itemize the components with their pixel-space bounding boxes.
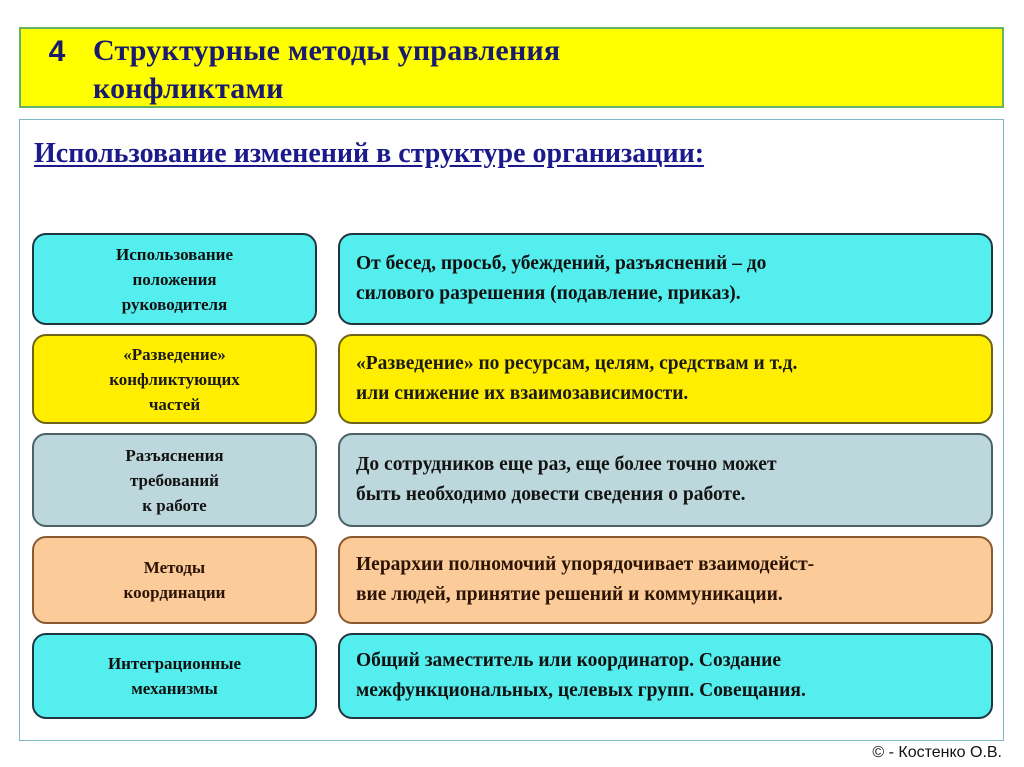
method-description-line: или снижение их взаимозависимости. [356, 383, 689, 404]
method-name-box[interactable]: Методы координации [32, 536, 317, 624]
method-name-box[interactable]: Использование положения руководителя [32, 233, 317, 325]
method-name-line: частей [148, 394, 201, 414]
method-description-line: Общий заместитель или координатор. Созда… [356, 650, 781, 671]
method-description-line: вие людей, принятие решений и коммуникац… [356, 584, 783, 605]
method-row: Методы координации Иерархии полномочий упо… [32, 536, 993, 624]
content-panel: Использование изменений в структуре орга… [19, 119, 1004, 741]
method-name-box[interactable]: «Разведение» конфликтующих частей [32, 334, 317, 424]
method-description-line: силового разрешения (подавление, приказ)… [356, 283, 741, 304]
method-description-line: быть необходимо довести сведения о работ… [356, 484, 746, 505]
method-name-line: «Разведение» [123, 344, 226, 364]
copyright-credit: © - Костенко О.В. [872, 744, 1002, 761]
slide-title: Структурные методы управления конфликтам… [93, 34, 561, 105]
method-description-box[interactable]: Общий заместитель или координатор. Созда… [338, 633, 993, 719]
method-name-line: механизмы [131, 679, 218, 698]
method-name-line: Разъяснения [125, 445, 224, 465]
method-name-line: координации [123, 583, 226, 602]
method-name-box[interactable]: Разъяснения требований к работе [32, 433, 317, 527]
method-description-box[interactable]: Иерархии полномочий упорядочивает взаимо… [338, 536, 993, 624]
method-description-line: Иерархии полномочий упорядочивает взаимо… [356, 554, 815, 575]
method-name-line: конфликтующих [109, 369, 240, 389]
method-description-box[interactable]: «Разведение» по ресурсам, целям, средств… [338, 334, 993, 424]
method-name-line: Использование [116, 244, 233, 264]
method-name-line: положения [132, 269, 217, 289]
method-name-line: требований [130, 470, 219, 490]
method-description-box[interactable]: До сотрудников еще раз, еще более точно … [338, 433, 993, 527]
slide-number: 4 [48, 35, 66, 68]
method-name-line: к работе [142, 495, 207, 515]
method-name-line: Интеграционные [107, 654, 242, 673]
method-description-line: «Разведение» по ресурсам, целям, средств… [356, 353, 798, 374]
method-description-line: От бесед, просьб, убеждений, разъяснений… [356, 253, 767, 274]
method-name-line: Методы [143, 558, 206, 577]
section-subtitle: Использование изменений в структуре орга… [34, 138, 705, 169]
slide-header-banner: 4 Структурные методы управления конфликт… [19, 27, 1004, 108]
method-description-box[interactable]: От бесед, просьб, убеждений, разъяснений… [338, 233, 993, 325]
method-row: Разъяснения требований к работе До сотрудни… [32, 433, 993, 527]
methods-table: Использование положения руководителя От бес… [32, 233, 993, 728]
method-description-line: межфункциональных, целевых групп. Совеща… [356, 680, 806, 701]
method-row: Использование положения руководителя От бес… [32, 233, 993, 325]
method-row: Интеграционные механизмы Общий заместитель… [32, 633, 993, 719]
method-name-box[interactable]: Интеграционные механизмы [32, 633, 317, 719]
method-name-line: руководителя [121, 294, 228, 314]
method-description-line: До сотрудников еще раз, еще более точно … [356, 454, 777, 475]
